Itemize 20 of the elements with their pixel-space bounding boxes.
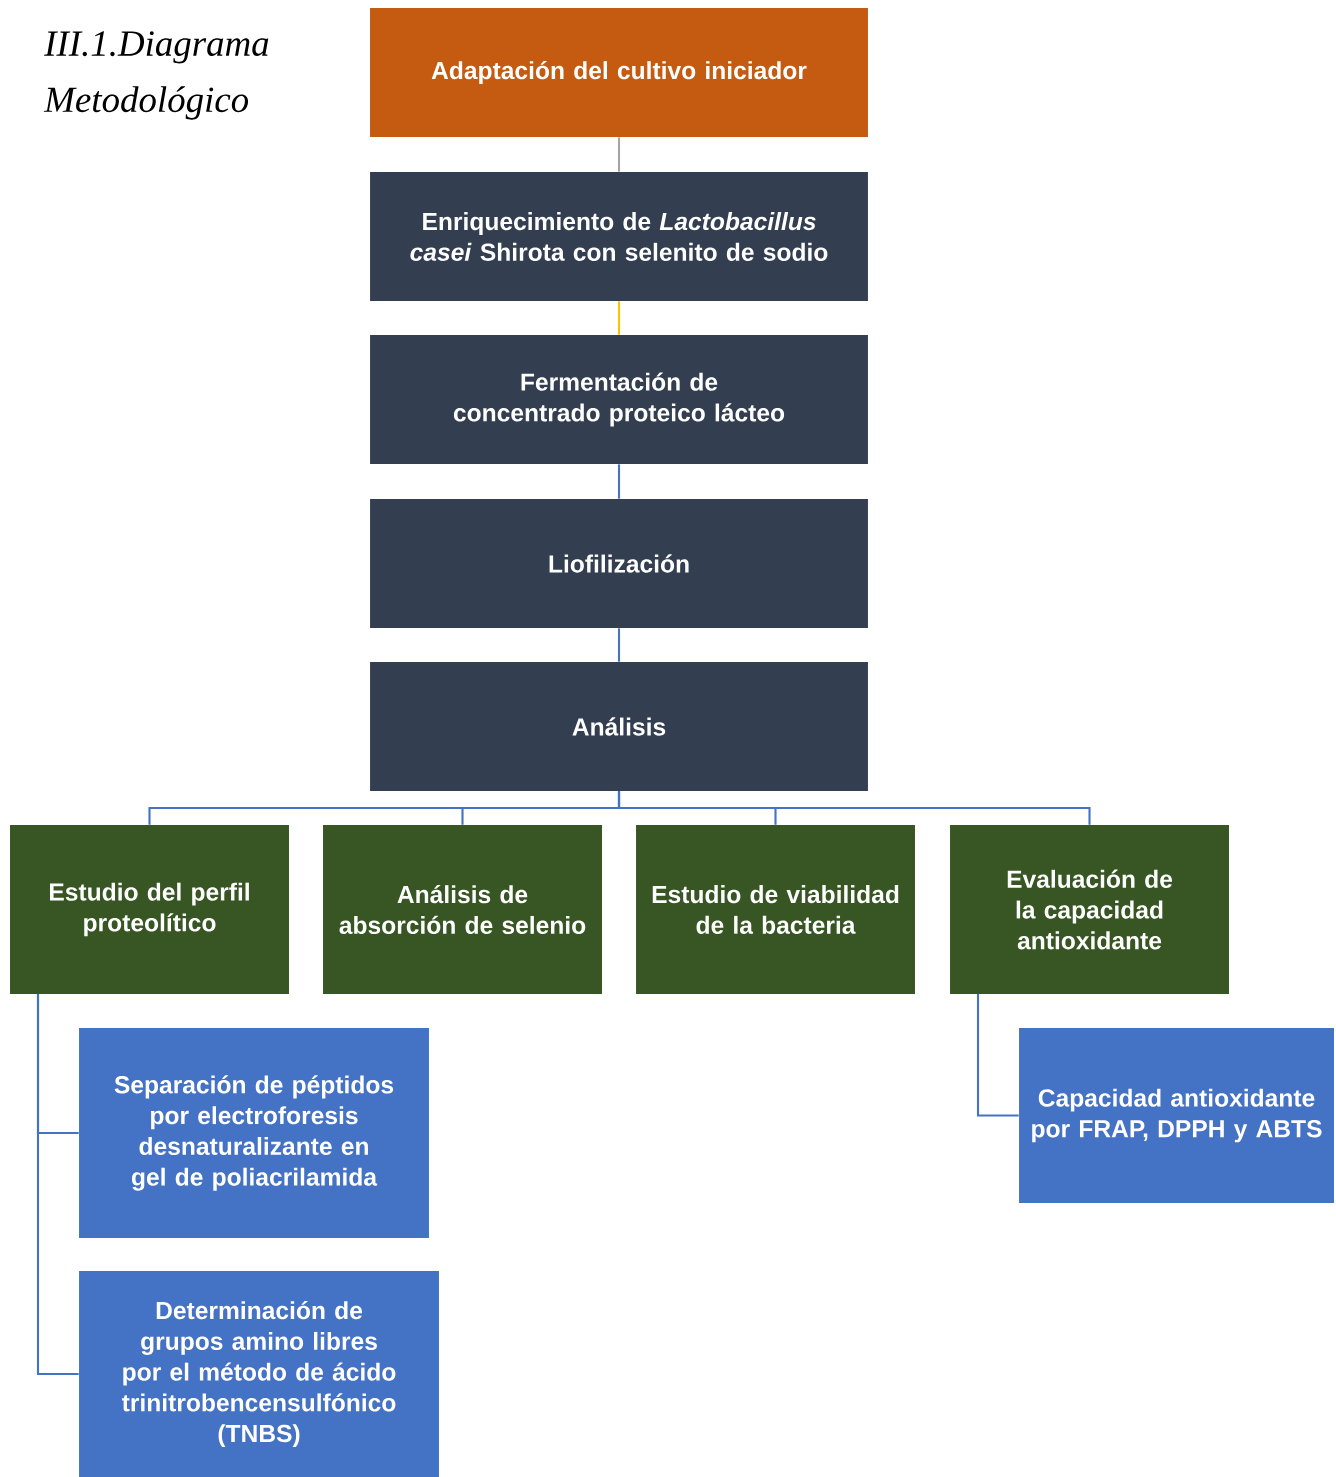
process-box: Adaptación del cultivo iniciador (370, 8, 868, 137)
connector (617, 301, 621, 335)
method-box: Determinación de grupos amino libres por el método de ácido trinitrobencensulfónico (TNBS) (79, 1271, 439, 1477)
process-box: Liofilización (370, 499, 868, 628)
title: III.1.Diagrama Metodológico (43, 31, 269, 120)
connector (36, 994, 79, 1376)
analysis-box: Evaluación de la capacidad antioxidante (950, 825, 1229, 994)
analysis-box: Análisis de absorción de selenio (323, 825, 602, 994)
process-box: Fermentación de concentrado proteico lácteo (370, 335, 868, 464)
connector (617, 791, 1091, 825)
connector (617, 137, 621, 172)
method-box: Separación de péptidos por electroforesis desnaturalizante en gel de poliacrilamida (79, 1028, 429, 1238)
analysis-box: Estudio del perfil proteolítico (10, 825, 289, 994)
connector (617, 464, 621, 499)
connector (617, 628, 621, 662)
connector (976, 994, 1019, 1117)
process-box: Análisis (370, 662, 868, 791)
method-box: Capacidad antioxidante por FRAP, DPPH y ABTS (1019, 1028, 1334, 1203)
analysis-box: Estudio de viabilidad de la bacteria (636, 825, 915, 994)
process-box: Enriquecimiento de Lactobacillus casei Shirota con selenito de sodio (370, 172, 868, 301)
